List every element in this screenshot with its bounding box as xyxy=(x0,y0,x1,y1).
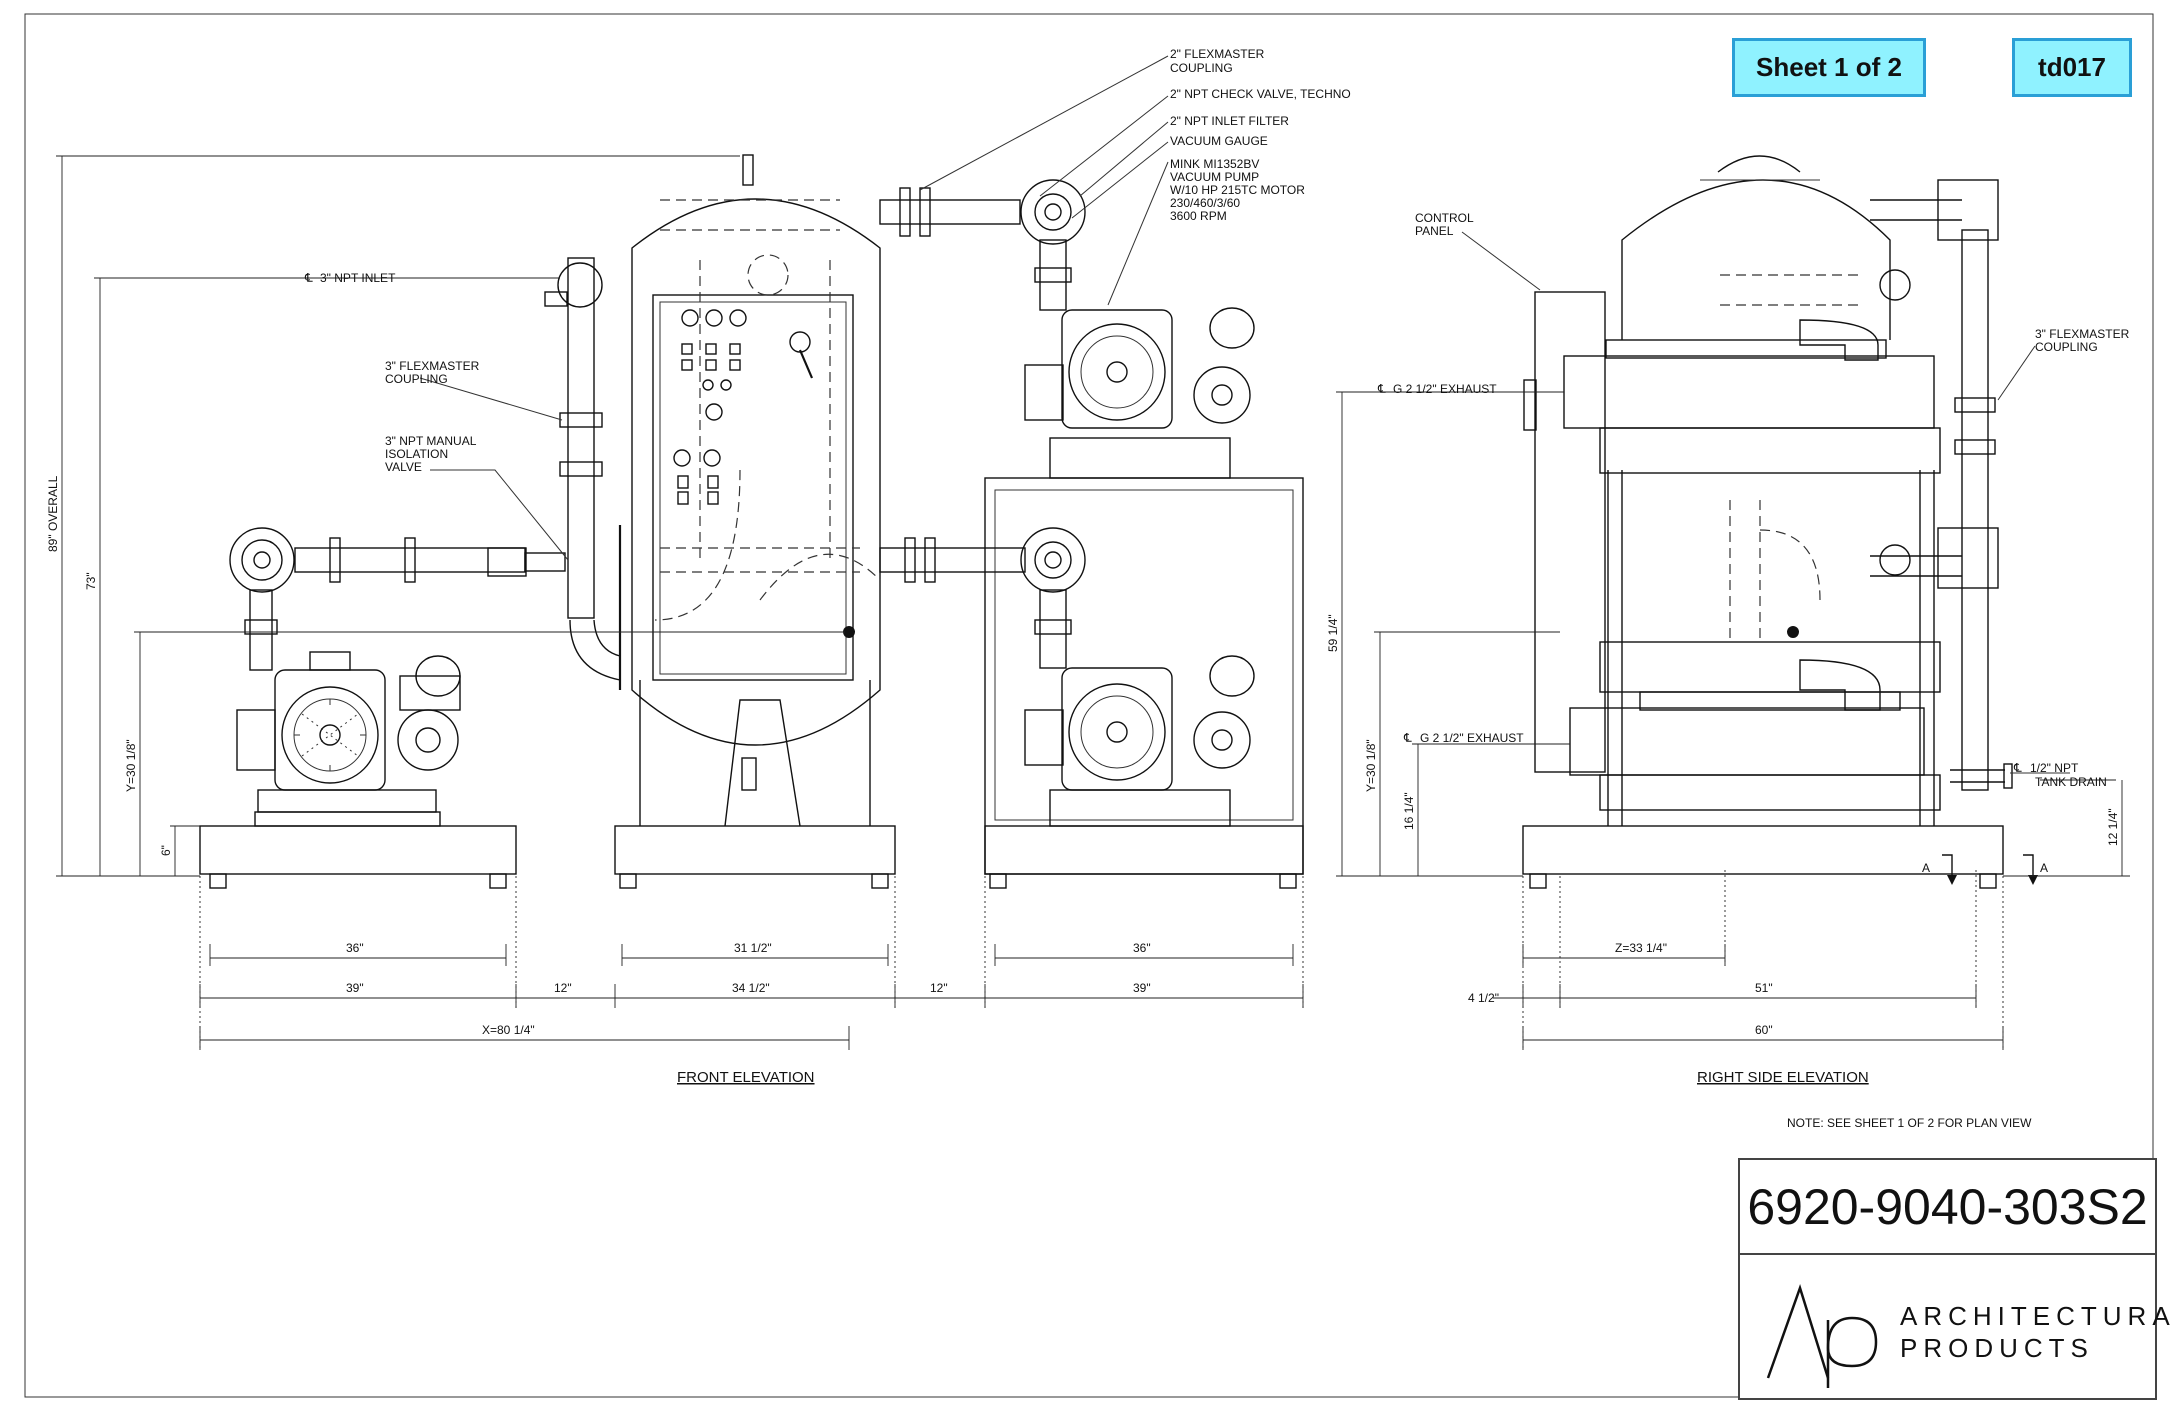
tank-skid xyxy=(614,680,896,889)
view-title-front: FRONT ELEVATION xyxy=(677,1069,815,1086)
callout-pump-line4: 230/460/3/60 xyxy=(1170,196,1240,210)
dim-skid-39-right: 39" xyxy=(1133,981,1151,995)
dim-side-51: 51" xyxy=(1755,981,1773,995)
view-title-side: RIGHT SIDE ELEVATION xyxy=(1697,1069,1869,1086)
dim-pump-base-36: 36" xyxy=(346,941,364,955)
svg-text:℄: ℄ xyxy=(2013,761,2022,775)
dim-overall-height: 89" OVERALL xyxy=(46,475,60,552)
callout-control-panel-line1: CONTROL xyxy=(1415,211,1474,225)
control-panel xyxy=(652,294,854,681)
callout-flexmaster-3-side-line2: COUPLING xyxy=(2035,340,2098,354)
side-dimension-labels: 59 1/4" Y=30 1/8" 16 1/4" 12 1/4" Z=33 1… xyxy=(1326,614,2120,1037)
callout-isolation-valve-line3: VALVE xyxy=(385,460,422,474)
dim-six: 6" xyxy=(159,845,173,856)
company-line-2: PRODUCTS xyxy=(1900,1333,2094,1363)
callout-vacuum-gauge: VACUUM GAUGE xyxy=(1170,134,1268,148)
drawing-code-badge: td017 xyxy=(2012,38,2132,97)
front-callouts: 2" FLEXMASTER COUPLING 2" NPT CHECK VALV… xyxy=(304,47,1351,474)
callout-check-valve: 2" NPT CHECK VALVE, TECHNO xyxy=(1170,87,1351,101)
dim-gap-12-left: 12" xyxy=(554,981,572,995)
callout-control-panel-line2: PANEL xyxy=(1415,224,1454,238)
callout-tank-drain-line2: TANK DRAIN xyxy=(2035,775,2107,789)
callout-isolation-valve-line1: 3" NPT MANUAL xyxy=(385,434,477,448)
left-motor xyxy=(274,669,386,791)
right-pump-frame xyxy=(879,179,1304,889)
dim-side-4-5: 4 1/2" xyxy=(1468,991,1499,1005)
dim-side-16-25: 16 1/4" xyxy=(1402,792,1416,830)
dim-side-59-25: 59 1/4" xyxy=(1326,614,1340,652)
dim-height-73: 73" xyxy=(84,572,98,590)
callout-flexmaster-3-line2: COUPLING xyxy=(385,372,448,386)
callout-flexmaster-3-line1: 3" FLEXMASTER xyxy=(385,359,480,373)
callout-pump-line1: MINK MI1352BV xyxy=(1170,157,1259,171)
sheet-badge: Sheet 1 of 2 xyxy=(1732,38,1926,97)
left-pump-skid xyxy=(199,527,566,889)
front-dimensions xyxy=(56,155,1304,1050)
callout-tank-drain-line1: 1/2" NPT xyxy=(2030,761,2079,775)
cg-centerline-icon: ℄ xyxy=(304,271,313,285)
svg-text:℄: ℄ xyxy=(304,271,313,285)
company-line-1: ARCHITECTURAL xyxy=(1900,1301,2176,1331)
callout-pump-line5: 3600 RPM xyxy=(1170,209,1227,223)
front-dimension-labels: 89" OVERALL 73" Y=30 1/8" 6" 36" 39" 12"… xyxy=(46,475,1151,1037)
side-dimensions xyxy=(1336,391,2130,1050)
callout-flexmaster-2-line2: COUPLING xyxy=(1170,61,1233,75)
dim-pump-base-36-right: 36" xyxy=(1133,941,1151,955)
front-leaders xyxy=(320,55,1169,561)
sheet-border xyxy=(24,13,2154,1398)
callout-pump-line3: W/10 HP 215TC MOTOR xyxy=(1170,183,1305,197)
dim-x-total: X=80 1/4" xyxy=(482,1023,535,1037)
callout-inlet-3: 3" NPT INLET xyxy=(320,271,396,285)
front-elevation xyxy=(56,55,1304,1050)
dim-z: Z=33 1/4" xyxy=(1615,941,1667,955)
dim-y-front: Y=30 1/8" xyxy=(124,739,138,792)
callout-isolation-valve-line2: ISOLATION xyxy=(385,447,448,461)
callout-flexmaster-3-side-line1: 3" FLEXMASTER xyxy=(2035,327,2130,341)
svg-text:℄: ℄ xyxy=(1377,382,1386,396)
dim-tank-34-5: 34 1/2" xyxy=(732,981,770,995)
callout-pump-line2: VACUUM PUMP xyxy=(1170,170,1259,184)
dim-gap-12-right: 12" xyxy=(930,981,948,995)
callout-inlet-filter: 2" NPT INLET FILTER xyxy=(1170,114,1289,128)
section-label-a-right: A xyxy=(2040,861,2048,875)
company-name: ARCHITECTURAL PRODUCTS xyxy=(1900,1300,2176,1364)
dim-side-60: 60" xyxy=(1755,1023,1773,1037)
sheet-note: NOTE: SEE SHEET 1 OF 2 FOR PLAN VIEW xyxy=(1787,1116,2032,1130)
section-label-a-left: A xyxy=(1922,861,1930,875)
callout-exhaust-lower: G 2 1/2" EXHAUST xyxy=(1420,731,1524,745)
side-callouts: CONTROL PANEL 3" FLEXMASTER COUPLING ℄ G… xyxy=(1377,211,2130,875)
side-elevation xyxy=(1336,155,2130,1050)
dim-side-y: Y=30 1/8" xyxy=(1364,739,1378,792)
drawing-number: 6920-9040-303S2 xyxy=(1740,1160,2155,1255)
callout-flexmaster-2-line1: 2" FLEXMASTER xyxy=(1170,47,1265,61)
title-block: 6920-9040-303S2 ARCHITECTURAL PRODUCTS xyxy=(1738,1158,2176,1400)
ap-logo-icon xyxy=(1766,1284,1878,1388)
vacuum-tank xyxy=(544,154,881,746)
dim-tank-31-5: 31 1/2" xyxy=(734,941,772,955)
section-arrow-icon xyxy=(1942,854,2038,885)
dim-skid-39-left: 39" xyxy=(346,981,364,995)
dim-side-12-25: 12 1/4" xyxy=(2106,808,2120,846)
callout-exhaust-upper: G 2 1/2" EXHAUST xyxy=(1393,382,1497,396)
svg-text:℄: ℄ xyxy=(1403,731,1412,745)
